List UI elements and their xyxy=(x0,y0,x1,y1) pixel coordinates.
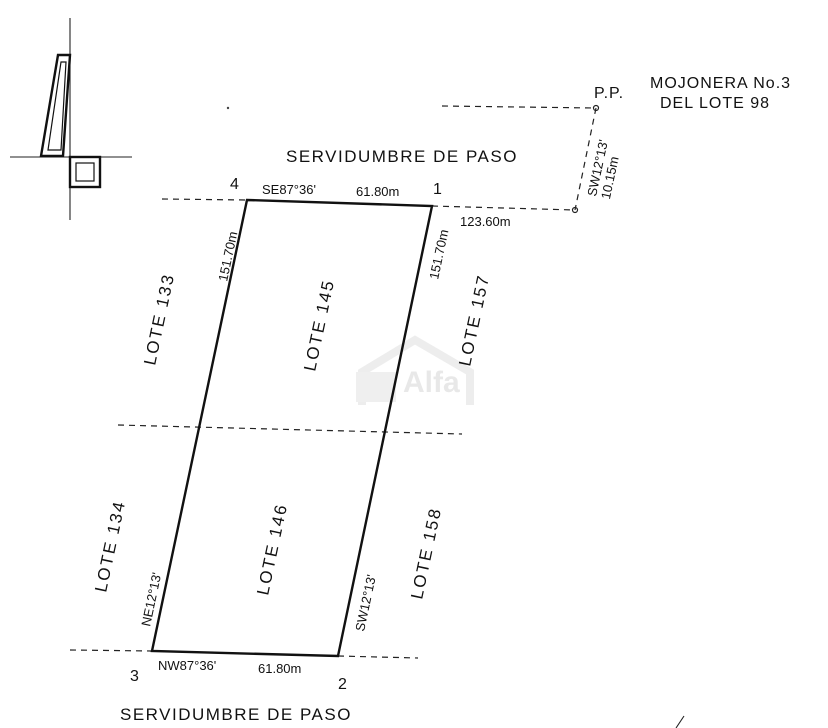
stray-dot xyxy=(226,106,230,110)
reference-line-2: DEL LOTE 98 xyxy=(660,95,770,112)
lot-157-label: LOTE 157 xyxy=(455,272,493,367)
corner-3-label: 3 xyxy=(130,668,139,685)
corner-1-label: 1 xyxy=(433,181,442,198)
lot-145-label: LOTE 145 xyxy=(300,277,338,372)
top-bearing-label: SE87°36' xyxy=(262,182,316,197)
lot-146-label: LOTE 146 xyxy=(253,501,291,596)
corner-2-label: 2 xyxy=(338,676,347,693)
reference-line-1: MOJONERA No.3 xyxy=(650,75,791,92)
right-length-label: 151.70m xyxy=(426,228,451,281)
bottom-length-label: 61.80m xyxy=(258,661,301,676)
right-bearing-label: SW12°13' xyxy=(352,573,379,632)
lot-158-label: LOTE 158 xyxy=(407,505,445,600)
lot-boundary xyxy=(150,198,434,658)
lot-133-label: LOTE 133 xyxy=(140,271,178,366)
watermark-text: Alfa xyxy=(403,366,460,399)
corner-4-label: 4 xyxy=(230,176,239,193)
tie-horizontal-label: 123.60m xyxy=(460,214,511,229)
watermark-logo: Alfa xyxy=(356,335,474,405)
stray-mark xyxy=(675,715,685,728)
bottom-bearing-label: NW87°36' xyxy=(158,658,216,673)
reference-point-label: P.P. xyxy=(594,85,624,102)
reference-lines xyxy=(69,104,600,659)
north-arrow-icon xyxy=(10,18,132,220)
easement-bottom-label: SERVIDUMBRE DE PASO xyxy=(120,705,352,724)
top-length-label: 61.80m xyxy=(356,184,399,199)
lot-134-label: LOTE 134 xyxy=(91,498,129,593)
left-length-label: 151.70m xyxy=(215,230,240,283)
easement-top-label: SERVIDUMBRE DE PASO xyxy=(286,147,518,166)
left-bearing-label: NE12°13' xyxy=(138,571,164,628)
